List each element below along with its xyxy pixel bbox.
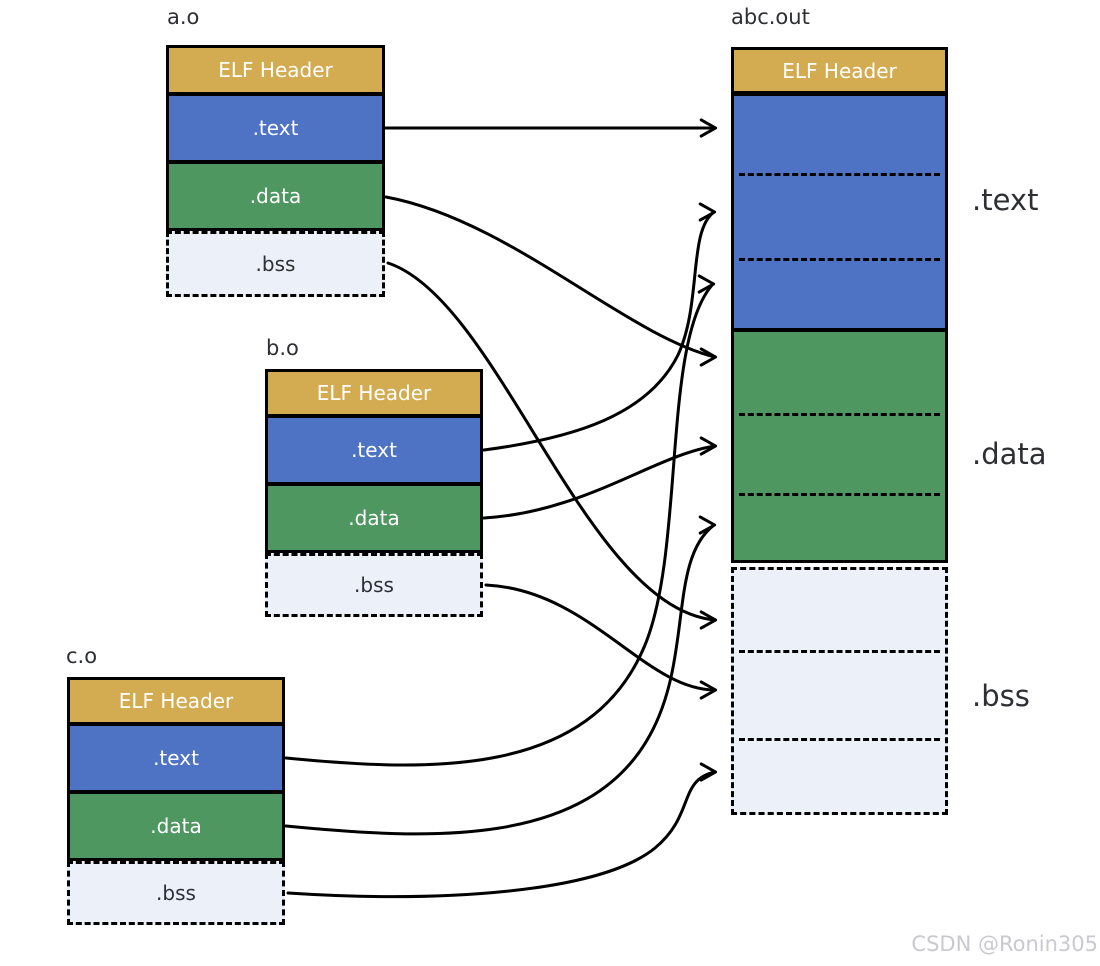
output-elf-header-section: ELF Header — [734, 50, 945, 91]
link-arrow-a-data — [384, 195, 718, 367]
section-divider — [169, 160, 382, 164]
b-o-elf-header-section: ELF Header — [268, 372, 480, 414]
sub-section-divider — [739, 258, 940, 261]
file-label-c-o: c.o — [66, 644, 98, 668]
section-divider — [70, 790, 282, 794]
output-box-abc-out: ELF Header — [731, 47, 948, 563]
output-label-abc-out: abc.out — [731, 5, 810, 29]
file-label-b-o: b.o — [266, 336, 299, 360]
c-o-elf-header-section: ELF Header — [70, 680, 282, 722]
section-divider — [734, 91, 945, 96]
a-o-bss-section: .bss — [166, 231, 385, 297]
c-o-text-section: .text — [70, 726, 282, 790]
link-arrow-b-data — [482, 436, 718, 520]
sub-section-divider — [739, 493, 940, 496]
file-label-a-o: a.o — [167, 5, 200, 29]
b-o-data-section: .data — [268, 486, 480, 550]
file-box-b-o: ELF Header .text .data — [265, 369, 483, 553]
a-o-elf-header-section: ELF Header — [169, 48, 382, 92]
sub-section-divider — [739, 173, 940, 176]
sub-section-divider — [739, 738, 940, 741]
output-data-label: .data — [972, 437, 1047, 471]
link-arrow-b-bss — [484, 583, 718, 700]
section-divider — [169, 92, 382, 96]
output-text-label: .text — [972, 183, 1039, 217]
output-bss-region — [731, 567, 948, 815]
a-o-data-section: .data — [169, 164, 382, 228]
b-o-bss-section: .bss — [265, 553, 483, 617]
c-o-bss-section: .bss — [67, 861, 285, 925]
output-data-region — [734, 332, 945, 560]
output-bss-label: .bss — [972, 679, 1030, 713]
watermark: CSDN @Ronin305 — [911, 932, 1098, 956]
output-text-region — [734, 96, 945, 328]
link-arrow-b-text — [482, 202, 717, 452]
link-arrow-c-bss — [286, 762, 718, 899]
section-divider — [70, 722, 282, 726]
sub-section-divider — [739, 413, 940, 416]
sub-section-divider — [739, 650, 940, 653]
c-o-data-section: .data — [70, 794, 282, 858]
file-box-a-o: ELF Header .text .data — [166, 45, 385, 231]
section-divider — [734, 328, 945, 332]
a-o-text-section: .text — [169, 96, 382, 160]
file-box-c-o: ELF Header .text .data — [67, 677, 285, 861]
b-o-text-section: .text — [268, 418, 480, 482]
